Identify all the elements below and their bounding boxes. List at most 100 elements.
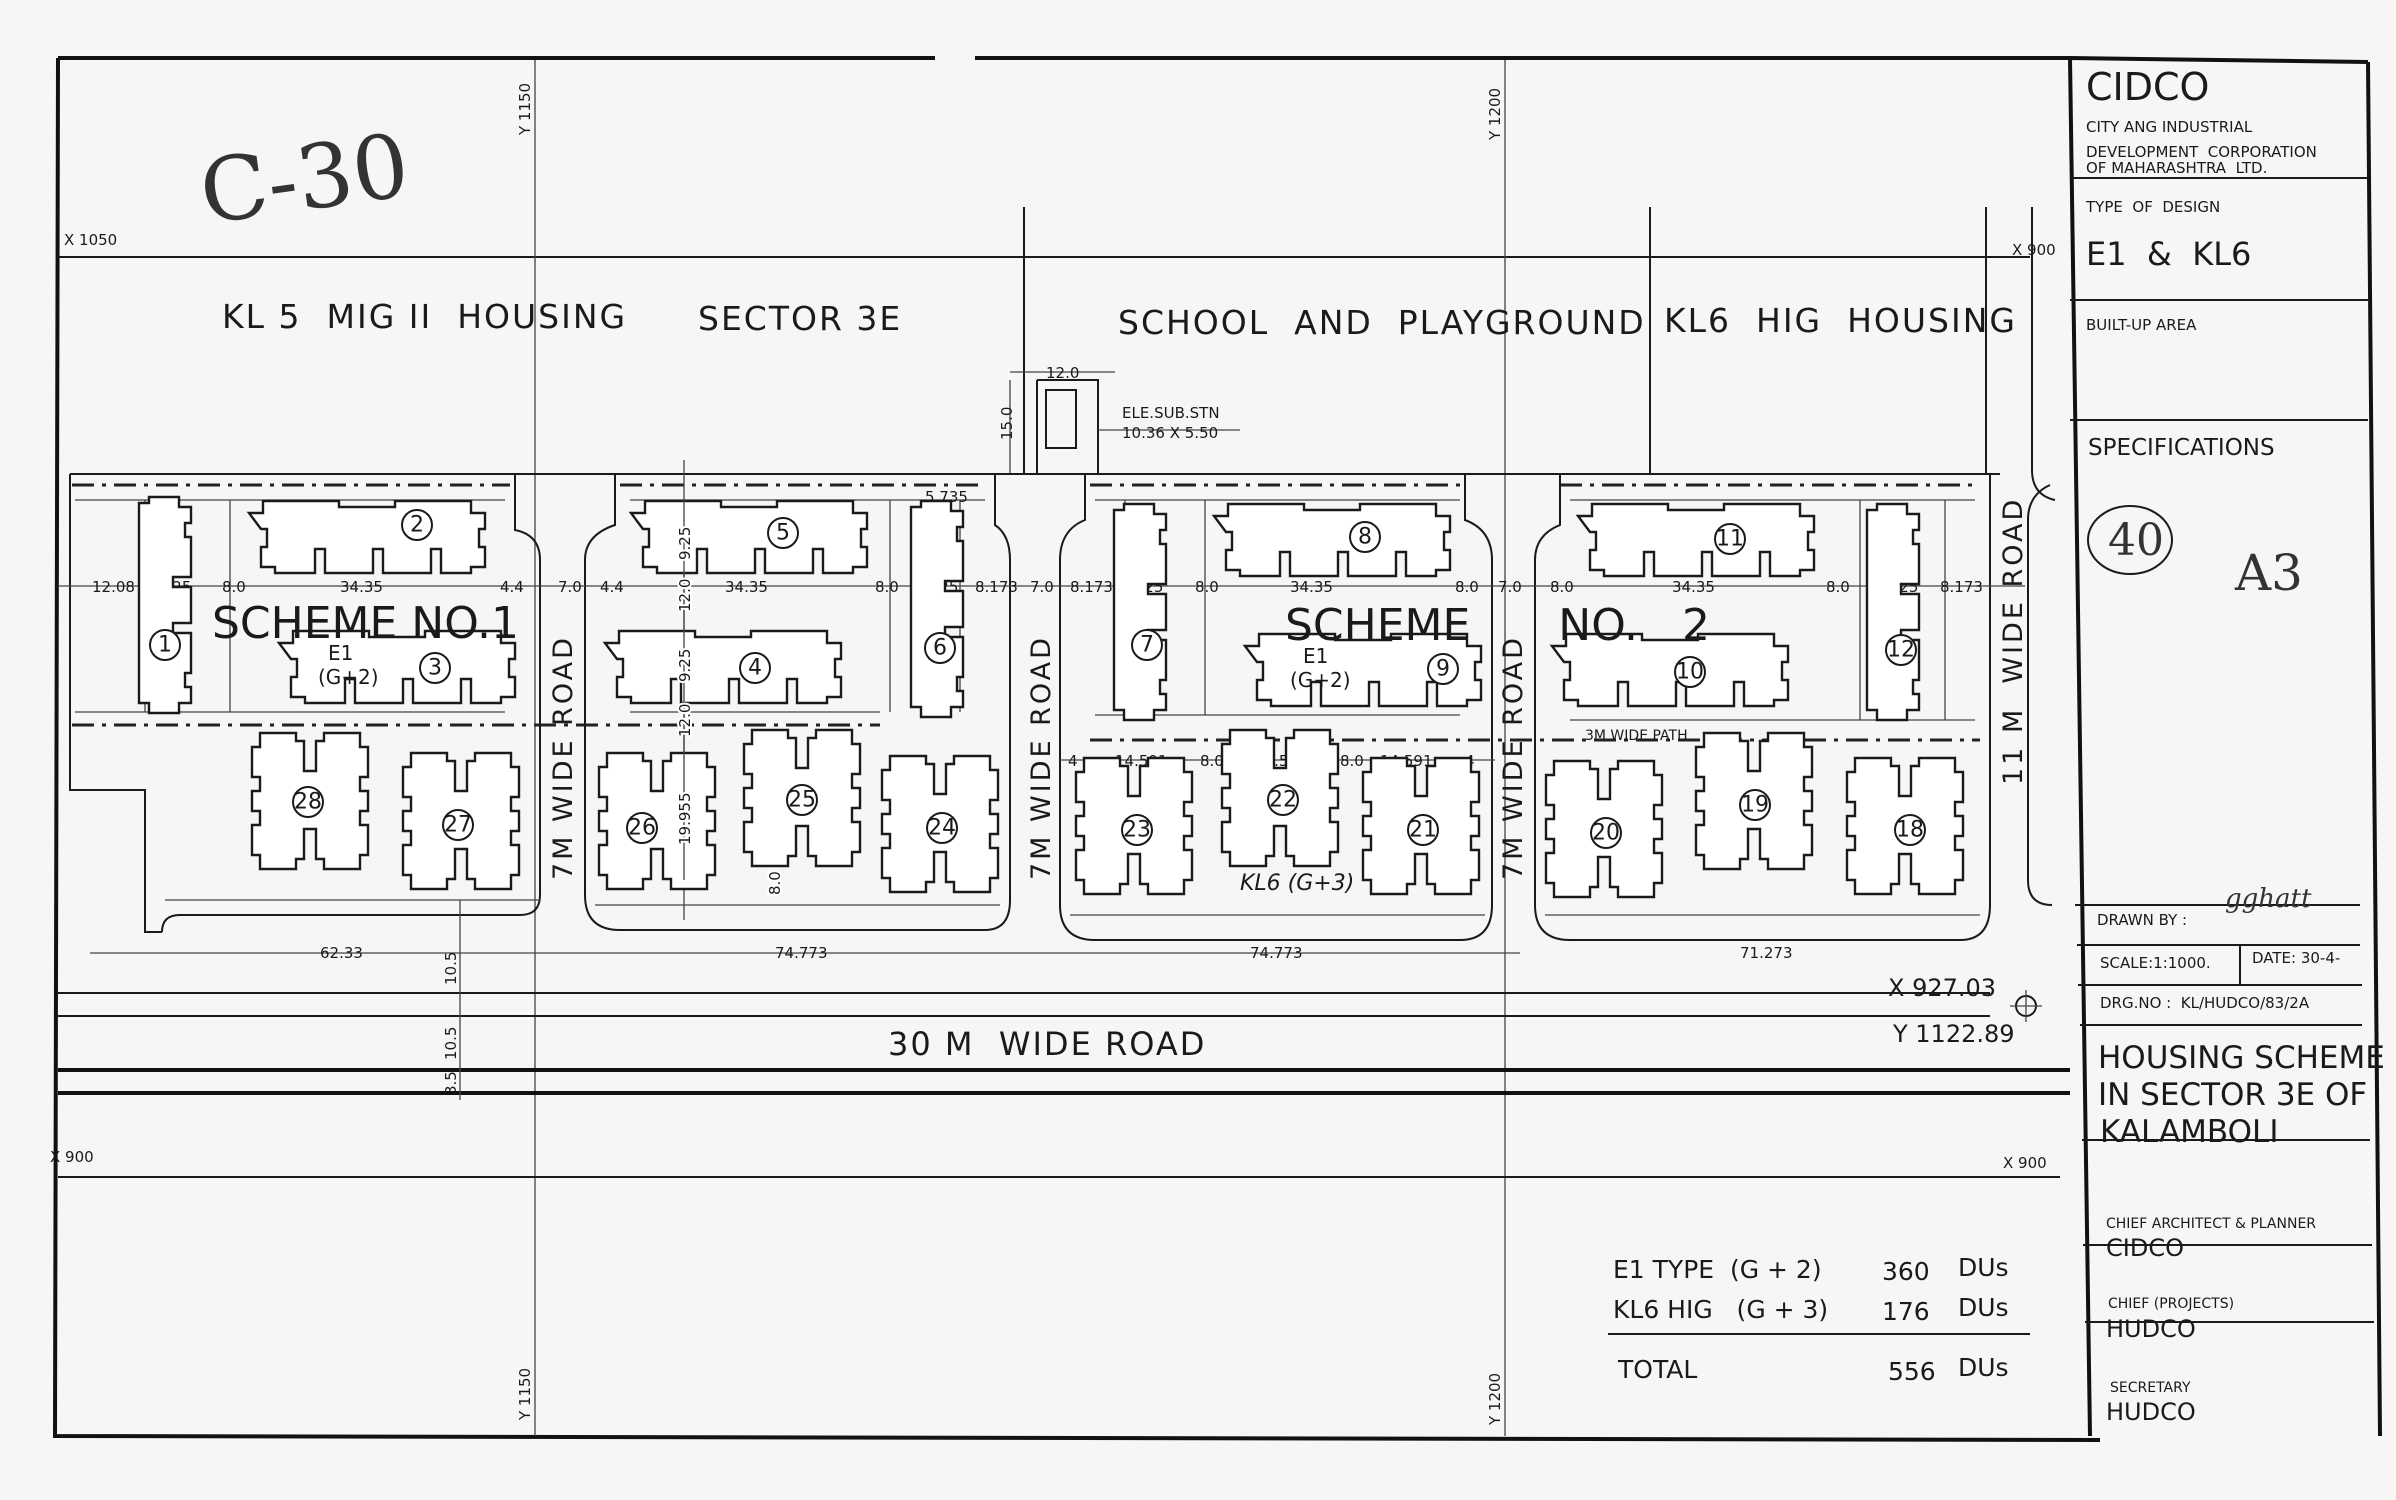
- specifications-label: SPECIFICATIONS: [2088, 435, 2275, 461]
- signatory-2-org: HUDCO: [2106, 1315, 2196, 1343]
- kl6-type-label: KL6 (G+3): [1240, 871, 1354, 896]
- road-offset-1: 10.5: [442, 952, 460, 985]
- org-name: CIDCO: [2086, 65, 2209, 109]
- spec-circle-mark: [2087, 505, 2173, 575]
- svg-text:11: 11: [1716, 527, 1744, 552]
- survey-y: Y 1122.89: [1892, 1020, 2015, 1048]
- building-1: [137, 495, 193, 715]
- type-of-design-label: TYPE OF DESIGN: [2085, 198, 2220, 216]
- building-4: [603, 629, 843, 705]
- spec-note: A3: [2234, 544, 2303, 602]
- svg-text:10: 10: [1676, 660, 1704, 685]
- svg-text:24: 24: [928, 816, 956, 841]
- svg-text:8: 8: [1358, 525, 1372, 550]
- spec-circle-number: 40: [2108, 515, 2164, 566]
- electric-substation: [1009, 371, 1240, 474]
- grid-y1200-top: Y 1200: [1486, 88, 1504, 141]
- project-title-3: KALAMBOLI: [2100, 1114, 2278, 1150]
- grid-y1150-bottom: Y 1150: [516, 1368, 534, 1421]
- svg-text:20: 20: [1592, 821, 1620, 846]
- summary-total-count: 556: [1888, 1357, 1936, 1386]
- org-full-1: CITY ANG INDUSTRIAL: [2086, 118, 2253, 136]
- sheet-frame: [52, 56, 2382, 1442]
- zone-kl5-mig-housing: KL 5 MIG II HOUSING: [222, 297, 627, 336]
- path-3m-label: 3M WIDE PATH: [1585, 728, 1688, 744]
- road-7m-label-3: 7M WIDE ROAD: [1498, 635, 1529, 880]
- zone-kl6-hig-housing: KL6 HIG HOUSING: [1664, 301, 2017, 340]
- signatory-1-role: CHIEF ARCHITECT & PLANNER: [2106, 1216, 2316, 1232]
- building-11: [1576, 502, 1816, 578]
- signatory-3-role: SECRETARY: [2110, 1380, 2191, 1396]
- grid-y1200-bottom: Y 1200: [1486, 1373, 1504, 1426]
- dim-row1: 12.089.258.034.354.47.04.434.358.09.258.…: [92, 578, 1983, 596]
- dim-misc-80: 8.0: [766, 871, 784, 895]
- survey-x: X 927.03: [1888, 974, 1996, 1002]
- dim-misc-925b: 9.25: [676, 649, 694, 682]
- road-30m-label: 30 M WIDE ROAD: [888, 1025, 1206, 1063]
- dim-misc-19955: 19.955: [676, 793, 694, 846]
- svg-text:6: 6: [933, 636, 947, 661]
- dim-misc-120b: 12.0: [676, 704, 694, 737]
- title-block: CIDCO CITY ANG INDUSTRIAL DEVELOPMENT CO…: [2070, 65, 2385, 1426]
- svg-text:3: 3: [428, 656, 442, 681]
- zone-school-playground: SCHOOL AND PLAYGROUND: [1118, 303, 1646, 342]
- building-8: [1212, 502, 1452, 578]
- substation-label: ELE.SUB.STN: [1122, 404, 1220, 422]
- grid-x900-right: X 900: [2003, 1154, 2047, 1172]
- zone-sector-3e: SECTOR 3E: [698, 299, 902, 338]
- summary-row-e1-count: 360: [1882, 1257, 1930, 1286]
- grid-x900-top: X 900: [2012, 241, 2056, 259]
- summary-row-e1-type: E1 TYPE (G + 2): [1613, 1255, 1822, 1284]
- svg-text:12: 12: [1887, 638, 1915, 663]
- svg-text:25: 25: [788, 788, 816, 813]
- road-offset-2: 10.5: [442, 1027, 460, 1060]
- drawn-by-label: DRAWN BY :: [2097, 911, 2187, 929]
- scale-value: SCALE:1:1000.: [2100, 954, 2211, 972]
- svg-text:26: 26: [628, 816, 656, 841]
- svg-text:4: 4: [748, 656, 762, 681]
- summary-row-e1-unit: DUs: [1958, 1253, 2009, 1282]
- grid-x1050: X 1050: [64, 231, 117, 249]
- svg-text:5: 5: [776, 521, 790, 546]
- date-value: DATE: 30-4-: [2252, 949, 2340, 967]
- summary-row-kl6-count: 176: [1882, 1297, 1930, 1326]
- grid-x900-left: X 900: [50, 1148, 94, 1166]
- org-full-3: OF MAHARASHTRA LTD.: [2086, 159, 2267, 177]
- units-summary: E1 TYPE (G + 2) 360 DUs KL6 HIG (G + 3) …: [1608, 1253, 2030, 1386]
- svg-text:19: 19: [1741, 793, 1769, 818]
- building-5: [629, 499, 869, 575]
- built-up-area-label: BUILT-UP AREA: [2086, 316, 2197, 334]
- building-numbers: 1 2 3 4 5 6 7 8 9 10 11 12 18 19 20 21 2…: [149, 509, 1926, 849]
- svg-text:2: 2: [410, 513, 424, 538]
- e1-type-label-1: E1: [328, 641, 353, 665]
- scheme-2-label: SCHEME NO. 2: [1285, 600, 1710, 651]
- substation-width-dim: 12.0: [1046, 364, 1079, 382]
- plot-boundaries: [69, 207, 2056, 941]
- summary-total-unit: DUs: [1958, 1353, 2009, 1382]
- road-11m-label: 11 M WIDE ROAD: [1998, 497, 2029, 785]
- e1-floors-label-2: (G+2): [1290, 668, 1351, 692]
- summary-row-kl6-type: KL6 HIG (G + 3): [1613, 1295, 1828, 1324]
- org-full-2: DEVELOPMENT CORPORATION: [2086, 143, 2317, 161]
- summary-total-label: TOTAL: [1617, 1355, 1697, 1384]
- project-title-2: IN SECTOR 3E OF: [2098, 1077, 2367, 1113]
- dim-misc-925: 9.25: [676, 527, 694, 560]
- svg-text:18: 18: [1896, 818, 1924, 843]
- signatory-1-org: CIDCO: [2106, 1234, 2184, 1262]
- svg-text:27: 27: [444, 813, 472, 838]
- signatory-2-role: CHIEF (PROJECTS): [2108, 1296, 2234, 1312]
- substation-depth-dim: 15.0: [998, 407, 1016, 440]
- road-offset-3: 3.5: [442, 1071, 460, 1095]
- road-7m-label-2: 7M WIDE ROAD: [1026, 635, 1057, 880]
- building-6: [909, 499, 965, 719]
- svg-text:23: 23: [1123, 818, 1151, 843]
- survey-point-marker: [2010, 990, 2042, 1022]
- signatory-3-org: HUDCO: [2106, 1398, 2196, 1426]
- building-12: [1865, 502, 1921, 722]
- type-of-design-value: E1 & KL6: [2086, 235, 2251, 273]
- road-7m-label-1: 7M WIDE ROAD: [548, 635, 579, 880]
- svg-text:22: 22: [1269, 788, 1297, 813]
